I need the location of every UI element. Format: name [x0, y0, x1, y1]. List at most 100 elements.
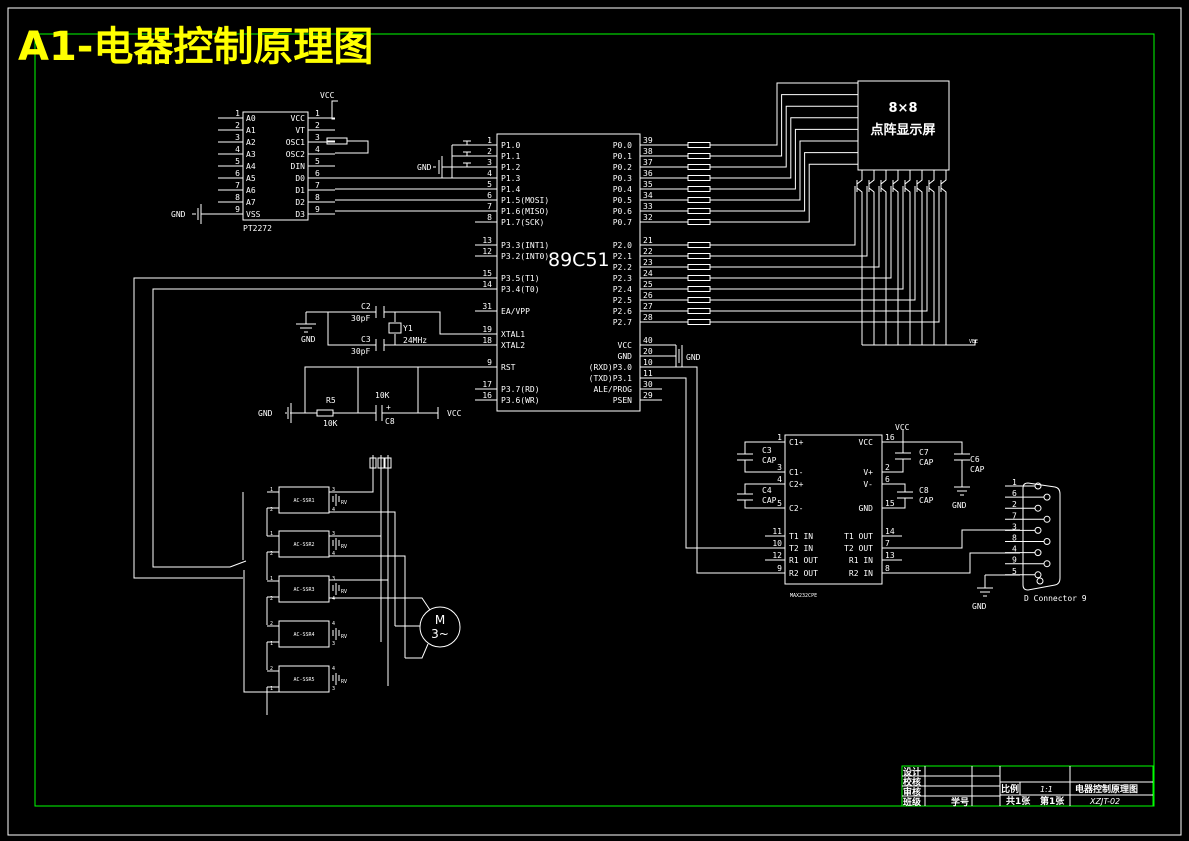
pin-number: 15 [885, 499, 895, 508]
tb-design: 设计 [903, 766, 921, 778]
pin-label: P2.6 [613, 307, 632, 316]
pin-number: 2 [315, 121, 320, 130]
pin-label: R2 IN [849, 569, 873, 578]
db9-pin-number: 5 [1012, 567, 1017, 576]
fuse-icon [377, 457, 385, 469]
resistor-icon [687, 286, 711, 292]
drawing-title: A1-电器控制原理图 [18, 24, 373, 70]
resistor-icon [687, 297, 711, 303]
pin-number: 2 [270, 507, 273, 513]
pin-label: R1 OUT [789, 556, 818, 565]
pin-number: 2 [270, 551, 273, 557]
db9-pin-icon [1034, 526, 1042, 534]
mcu-name: 89C51 [548, 249, 610, 271]
pin-label: P3.6(WR) [501, 396, 540, 405]
cap-label: C7 [919, 448, 929, 457]
row-wire [710, 163, 858, 223]
pin-label: A6 [246, 186, 256, 195]
pin-number: 36 [643, 169, 653, 178]
ssr-name: AC-SSR1 [293, 498, 314, 504]
pin-number: 12 [772, 551, 782, 560]
tb-check: 校核 [903, 776, 921, 788]
pin-number: 1 [270, 686, 273, 692]
capacitor-icon [375, 306, 385, 351]
pin-number: 4 [332, 551, 335, 557]
push-buttons: GND [417, 140, 487, 178]
pin-number: 3 [315, 133, 320, 142]
resistor-icon [687, 253, 711, 259]
pin-number: 1 [315, 109, 320, 118]
tb-review: 审核 [903, 786, 921, 798]
outer-border [7, 7, 1182, 836]
pin-number: 13 [482, 236, 492, 245]
ssr-body [278, 665, 330, 693]
pin-label: GND [859, 504, 874, 513]
display-size: 8×8 [889, 101, 918, 116]
pin-label: P0.0 [613, 141, 632, 150]
ssr-line-wires [329, 470, 389, 686]
pin-label: P0.2 [613, 163, 632, 172]
pin-label: C2+ [789, 480, 804, 489]
mcu-body [496, 133, 641, 412]
charge-caps [737, 441, 765, 509]
resistor-icon [687, 242, 711, 248]
pin-number: 3 [332, 686, 335, 692]
ssr-name: AC-SSR5 [293, 677, 314, 683]
row-wire [710, 82, 858, 146]
row-wire [710, 117, 858, 179]
pin-number: 39 [643, 136, 653, 145]
display-body [857, 80, 950, 171]
pin-number: 2 [270, 596, 273, 602]
gnd-label: GND [972, 602, 987, 611]
ssr-body [278, 575, 330, 603]
pin-number: 3 [332, 487, 335, 493]
pin-number: 6 [235, 169, 240, 178]
pin-label: P1.0 [501, 141, 520, 150]
pin-number: 8 [315, 193, 320, 202]
pin-label: RST [501, 363, 516, 372]
pin-number: 38 [643, 147, 653, 156]
reset-wires [290, 366, 475, 414]
pin-label: D1 [295, 186, 305, 195]
pin-label: P3.3(INT1) [501, 241, 549, 250]
ssr-body [278, 486, 330, 514]
db9-pin-icon [1043, 538, 1051, 545]
pin-number: 1 [270, 576, 273, 582]
pin-label: R2 OUT [789, 569, 818, 578]
pin-number: 10 [772, 539, 782, 548]
pin-number: 12 [482, 247, 492, 256]
column-wire [710, 186, 916, 301]
gnd-label: GND [417, 163, 432, 172]
pin-label: P0.7 [613, 218, 632, 227]
uart-wires [662, 366, 765, 574]
pin-number: 18 [482, 336, 492, 345]
tb-scale-label: 比例 [1001, 783, 1019, 795]
pin-number: 7 [885, 539, 890, 548]
pin-label: P2.5 [613, 296, 632, 305]
pin-label: (TXD)P3.1 [589, 374, 633, 383]
db9-pin-number: 3 [1012, 522, 1017, 531]
transistor-icon [856, 170, 863, 345]
pin-number: 9 [235, 205, 240, 214]
ssr-body [278, 620, 330, 648]
db9-pin-icon [1043, 493, 1051, 501]
r5-value: 10K [323, 419, 338, 428]
pin-label: C1- [789, 468, 803, 477]
pin-number: 2 [270, 621, 273, 627]
pin-label: VCC [859, 438, 874, 447]
pin-number: 28 [643, 313, 653, 322]
reset-symbols [285, 403, 439, 423]
resistor-icon [687, 208, 711, 214]
ssr-wire [266, 580, 279, 625]
db9-pin-icon [1034, 549, 1042, 557]
pin-number: 1 [270, 487, 273, 493]
pin-label: A2 [246, 138, 256, 147]
cap-value: CAP [762, 456, 777, 465]
pin-number: 14 [482, 280, 492, 289]
mcu-89c51: 89C51 1P1.02P1.13P1.24P1.35P1.46P1.5(MOS… [475, 133, 711, 412]
pin-label: P0.1 [613, 152, 632, 161]
pin-label: ALE/PROG [593, 385, 632, 394]
